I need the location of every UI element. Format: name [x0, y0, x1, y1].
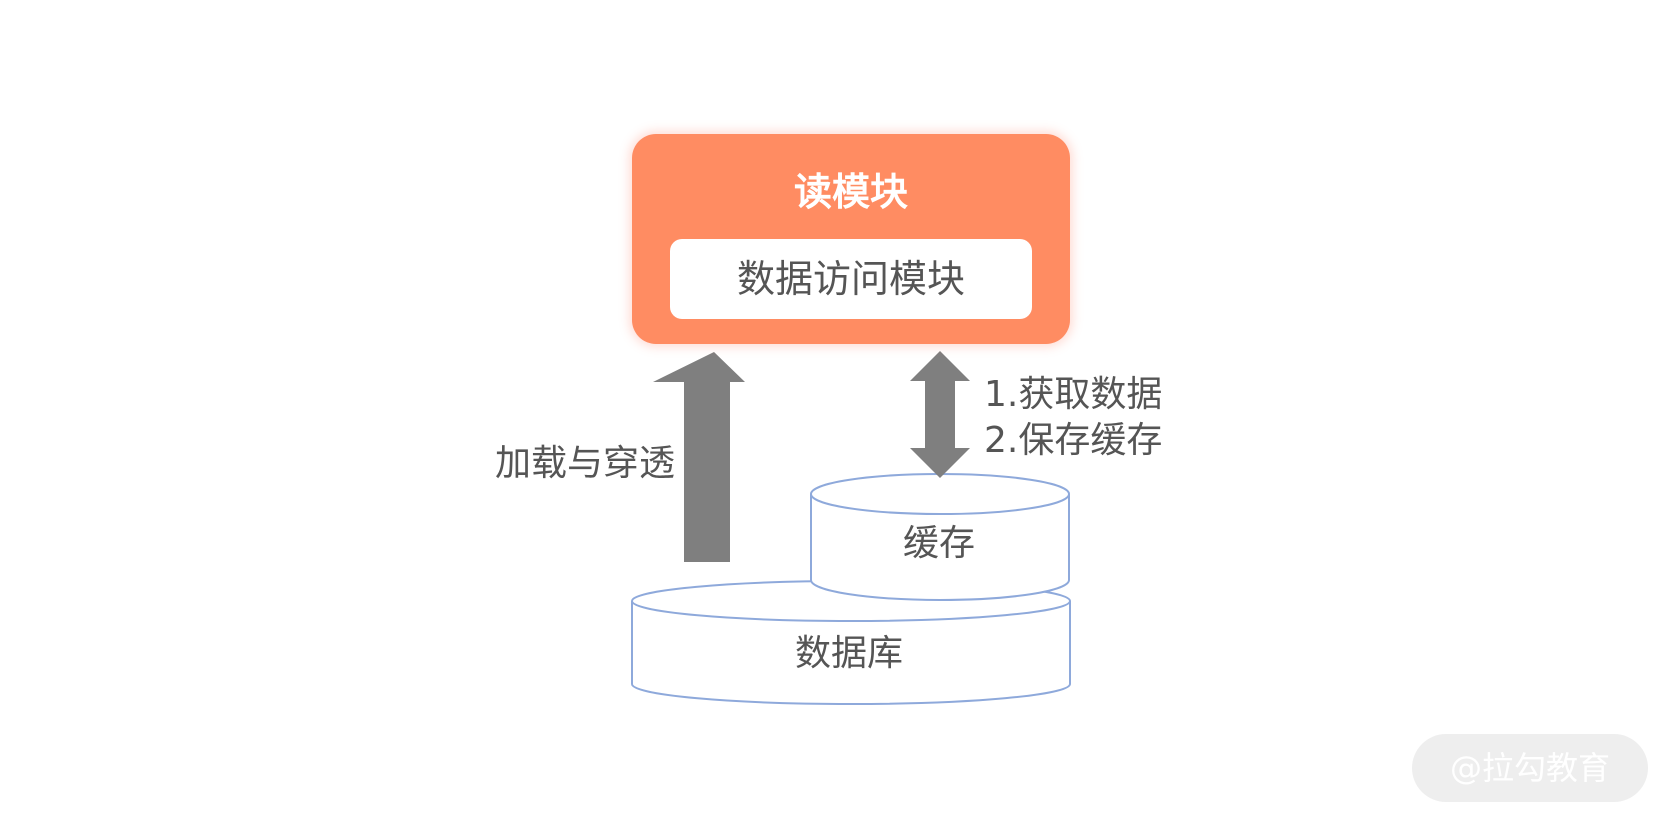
- database-cylinder-body: [631, 601, 1071, 705]
- cache-cylinder-body: [810, 494, 1070, 601]
- read-module: 读模块 数据访问模块: [632, 134, 1070, 344]
- load-penetrate-arrow: [653, 352, 745, 562]
- cache-double-arrow: [910, 351, 970, 478]
- cache-save-label: 2.保存缓存: [984, 420, 1163, 461]
- data-access-module-label: 数据访问模块: [736, 257, 965, 301]
- watermark: @拉勾教育: [1412, 734, 1648, 802]
- data-access-module: 数据访问模块: [670, 239, 1032, 319]
- database-label: 数据库: [795, 633, 904, 674]
- cache-cylinder: [810, 473, 1070, 601]
- cache-label: 缓存: [903, 523, 976, 564]
- read-module-title: 读模块: [793, 170, 908, 214]
- cache-cylinder-top: [810, 473, 1070, 515]
- cache-get-data-label: 1.获取数据: [984, 374, 1163, 415]
- watermark-text: @拉勾教育: [1449, 749, 1610, 787]
- load-penetrate-label: 加载与穿透: [495, 443, 676, 484]
